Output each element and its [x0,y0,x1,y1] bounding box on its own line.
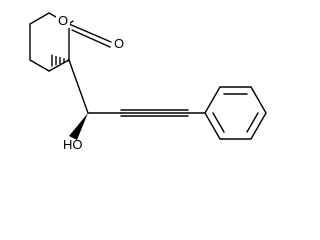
carbonyl-oxygen-mask [112,36,126,51]
carbonyl-oxygen-label: O [114,36,124,51]
bond-clower-cstereo [48,59,70,72]
bond-cbottom-clower [29,59,50,72]
chemical-structure: O O HO [29,12,267,152]
hashed-wedge-bond [51,54,69,67]
phenyl-ring [204,86,267,140]
ring-oxygen-label: O [58,13,68,28]
ring-oxygen-mask [56,13,70,28]
solid-wedge-bond [69,113,88,140]
bond-ring-to-chain [68,59,89,114]
hydroxyl-label: HO [63,137,83,152]
alkyne-triple-bond [120,109,189,117]
lactone-ring [29,12,74,72]
bond-ctop-cleft [29,12,50,25]
carbonyl-double-bond [68,23,112,48]
